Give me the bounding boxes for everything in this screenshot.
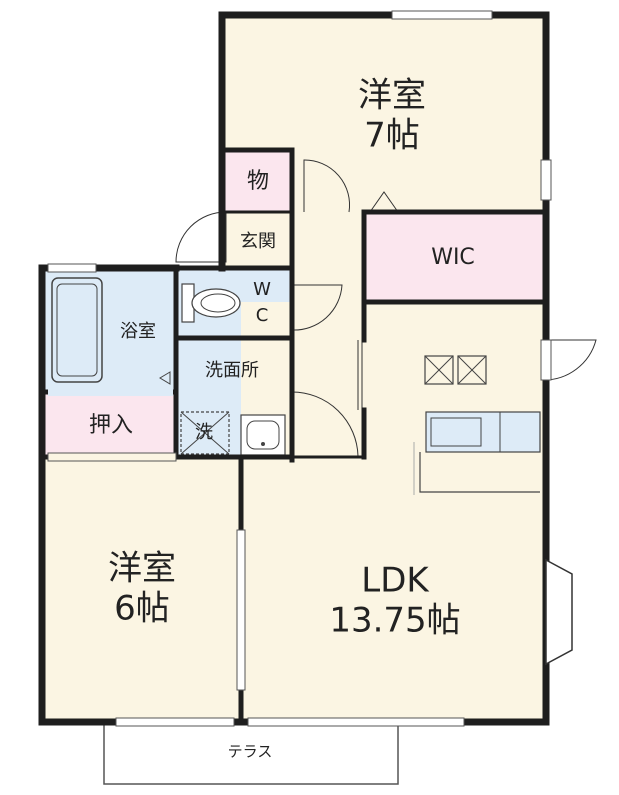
window-closet-divider bbox=[47, 452, 177, 462]
window-top bbox=[391, 10, 493, 20]
wic-label: WIC bbox=[431, 245, 475, 270]
kitchen-counter-icon bbox=[425, 411, 541, 453]
window-bottom-right bbox=[247, 717, 465, 727]
kitchen-partition bbox=[419, 452, 540, 493]
washer-pan-icon bbox=[180, 411, 230, 455]
door-swings bbox=[175, 159, 597, 457]
windows bbox=[47, 10, 573, 727]
western-7-size: 7帖 bbox=[364, 116, 420, 156]
fixtures bbox=[51, 277, 541, 495]
bath-drain-icon bbox=[159, 371, 171, 385]
western-6-name: 洋室 bbox=[108, 549, 176, 589]
ldk-name: LDK bbox=[361, 561, 430, 601]
storage-door-swing bbox=[303, 159, 351, 213]
wc-label-c: C bbox=[256, 305, 269, 326]
terrace-outline bbox=[103, 721, 399, 785]
window-right-upper bbox=[540, 159, 552, 201]
western-room-6-fill bbox=[45, 457, 241, 719]
ldk-size: 13.75帖 bbox=[329, 601, 460, 641]
closet-label: 押入 bbox=[89, 413, 133, 438]
wc-label-w: W bbox=[253, 279, 271, 300]
bath-window-divider bbox=[48, 388, 173, 396]
wc-door-swing bbox=[291, 284, 343, 331]
washbasin-icon bbox=[240, 414, 286, 456]
bathtub-inner bbox=[56, 283, 98, 377]
ldk-side-door-swing bbox=[542, 339, 597, 381]
terrace-label: テラス bbox=[228, 743, 273, 761]
western-6-size: 6帖 bbox=[114, 589, 170, 629]
hall-sliding-door bbox=[357, 340, 363, 410]
washroom-label: 洗面所 bbox=[205, 360, 259, 381]
bathroom-label: 浴室 bbox=[120, 321, 156, 342]
window-bath bbox=[47, 263, 97, 273]
wic-fill bbox=[364, 212, 543, 302]
washroom-door-swing bbox=[291, 391, 359, 457]
storage-fill bbox=[225, 150, 292, 212]
closet-fill bbox=[45, 392, 176, 457]
ldk-side-opening bbox=[540, 339, 552, 381]
window-room6-side bbox=[236, 529, 246, 691]
storage-label: 物 bbox=[247, 169, 269, 194]
stove-icon bbox=[424, 355, 487, 385]
labels: 洋室 7帖 物 玄関 WIC W C 浴室 洗面所 洗 押入 洋室 6帖 LDK… bbox=[89, 76, 475, 761]
entrance-label: 玄関 bbox=[240, 231, 276, 252]
bay-window bbox=[545, 558, 573, 666]
entrance-fill bbox=[225, 212, 292, 268]
window-bottom-left bbox=[115, 717, 235, 727]
western-7-name: 洋室 bbox=[358, 76, 426, 116]
toilet-icon bbox=[181, 283, 241, 323]
bathtub-icon bbox=[51, 277, 103, 383]
washer-label: 洗 bbox=[195, 422, 213, 443]
wic-door-swing bbox=[369, 191, 399, 213]
